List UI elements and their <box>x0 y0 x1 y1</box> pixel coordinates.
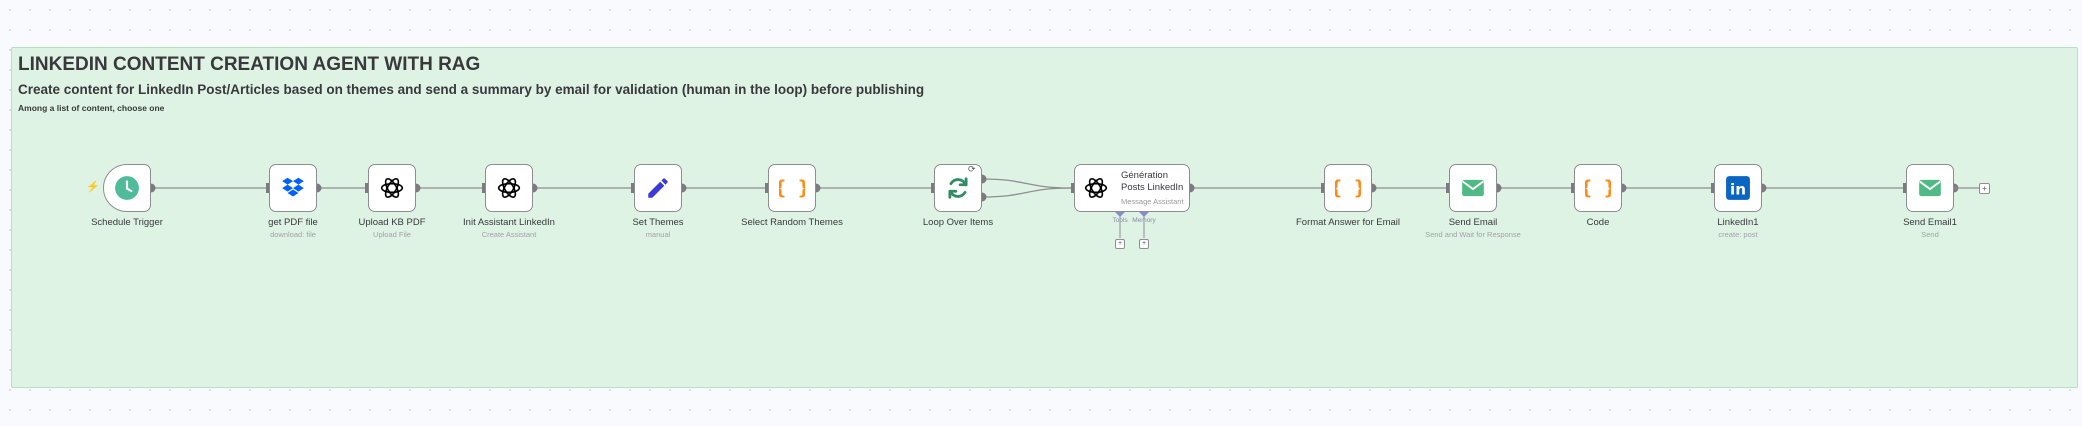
openai-icon <box>1083 175 1109 201</box>
node-subtitle: manual <box>645 230 671 240</box>
node-label: LinkedIn1 <box>1717 217 1759 228</box>
svg-text:{ }: { } <box>1335 177 1361 200</box>
node-label: Set Themes <box>632 217 684 228</box>
openai-icon <box>496 175 522 201</box>
node-subtitle: Upload File <box>373 230 411 240</box>
node-subtitle: Send and Wait for Response <box>1425 230 1521 240</box>
node-send-email1[interactable] <box>1906 164 1954 212</box>
node-select-random-themes[interactable]: { } <box>768 164 816 212</box>
add-node-button[interactable]: + <box>1979 182 1990 194</box>
node-subtitle: Message Assistant <box>1121 197 1184 206</box>
openai-icon <box>379 175 405 201</box>
connection-loop-items[interactable] <box>981 187 1072 198</box>
node-caption: Select Random Themes <box>702 217 882 228</box>
node-label: Format Answer for Email <box>1296 217 1400 228</box>
input-port-upload-kb-pdf[interactable] <box>365 183 368 193</box>
sticky-subtitle: Create content for LinkedIn Post/Article… <box>18 82 925 97</box>
input-port-format-answer-for-email[interactable] <box>1321 183 1324 193</box>
node-label: Code <box>1586 217 1610 228</box>
loop-icon <box>945 175 971 201</box>
input-port-send-email1[interactable] <box>1903 183 1906 193</box>
node-caption: LinkedIn1 create: post <box>1648 217 1828 239</box>
add-memory-button[interactable]: + <box>1139 239 1149 249</box>
node-caption: Schedule Trigger <box>37 217 217 228</box>
node-caption: Code <box>1508 217 1688 228</box>
node-caption: Upload KB PDF Upload File <box>302 217 482 239</box>
node-label: Send Email1 <box>1903 217 1957 228</box>
input-port-init-assistant-linkedin[interactable] <box>482 183 485 193</box>
sub-port-tools-label: Tools <box>1112 217 1128 224</box>
sticky-note-text: Among a list of content, choose one <box>18 103 165 113</box>
node-label: Génération Posts LinkedIn <box>1121 170 1184 193</box>
node-label: Upload KB PDF <box>358 217 426 228</box>
node-subtitle: download: file <box>270 230 316 240</box>
svg-text:{ }: { } <box>1585 177 1611 200</box>
input-port-send-email[interactable] <box>1446 183 1449 193</box>
sticky-note[interactable]: LINKEDIN CONTENT CREATION AGENT WITH RAG… <box>11 47 2078 388</box>
node-linkedin1[interactable]: in <box>1714 164 1762 212</box>
clock-icon <box>114 175 140 201</box>
node-label: Loop Over Items <box>922 217 994 228</box>
input-port-code[interactable] <box>1571 183 1574 193</box>
input-port-get-pdf-file[interactable] <box>266 183 269 193</box>
node-label: Init Assistant LinkedIn <box>463 217 555 228</box>
sub-port-memory-label: Memory <box>1132 217 1156 224</box>
node-caption: Loop Over Items <box>868 217 1048 228</box>
input-port-set-themes[interactable] <box>631 183 634 193</box>
input-port-loop-over-items[interactable] <box>931 183 934 193</box>
node-schedule-trigger[interactable] <box>103 164 151 212</box>
node-init-assistant-linkedin[interactable] <box>485 164 533 212</box>
node-loop-over-items[interactable] <box>934 164 982 212</box>
node-label: Schedule Trigger <box>91 217 163 228</box>
input-port-select-random-themes[interactable] <box>765 183 768 193</box>
node-subtitle: Create Assistant <box>481 230 537 240</box>
envelope-icon <box>1460 175 1486 201</box>
code-braces-icon: { } <box>1585 175 1611 201</box>
input-port-generation-posts-linkedin[interactable] <box>1071 183 1074 193</box>
dropbox-icon <box>280 175 306 201</box>
node-label: get PDF file <box>268 217 318 228</box>
svg-text:{ }: { } <box>779 177 805 200</box>
node-code[interactable]: { } <box>1574 164 1622 212</box>
connection-loop-done[interactable] <box>981 178 1072 189</box>
node-caption: Format Answer for Email <box>1258 217 1438 228</box>
node-subtitle: create: post <box>1718 230 1758 240</box>
node-subtitle: Send <box>1921 230 1939 240</box>
node-caption: Set Themes manual <box>568 217 748 239</box>
node-format-answer-for-email[interactable]: { } <box>1324 164 1372 212</box>
node-upload-kb-pdf[interactable] <box>368 164 416 212</box>
node-set-themes[interactable] <box>634 164 682 212</box>
code-braces-icon: { } <box>1335 175 1361 201</box>
input-port-linkedin1[interactable] <box>1711 183 1714 193</box>
loop-done-icon: ⟳ <box>968 164 976 174</box>
linkedin-icon: in <box>1725 175 1751 201</box>
node-get-pdf-file[interactable] <box>269 164 317 212</box>
pen-icon <box>645 175 671 201</box>
svg-text:in: in <box>1730 181 1746 199</box>
trigger-bolt-icon: ⚡ <box>86 181 100 193</box>
node-label: Select Random Themes <box>741 217 843 228</box>
node-caption: get PDF file download: file <box>203 217 383 239</box>
sticky-title: LINKEDIN CONTENT CREATION AGENT WITH RAG <box>18 54 481 75</box>
envelope-icon <box>1917 175 1943 201</box>
node-label: Send Email <box>1448 217 1498 228</box>
code-braces-icon: { } <box>779 175 805 201</box>
node-send-email[interactable] <box>1449 164 1497 212</box>
add-tools-button[interactable]: + <box>1115 239 1125 249</box>
